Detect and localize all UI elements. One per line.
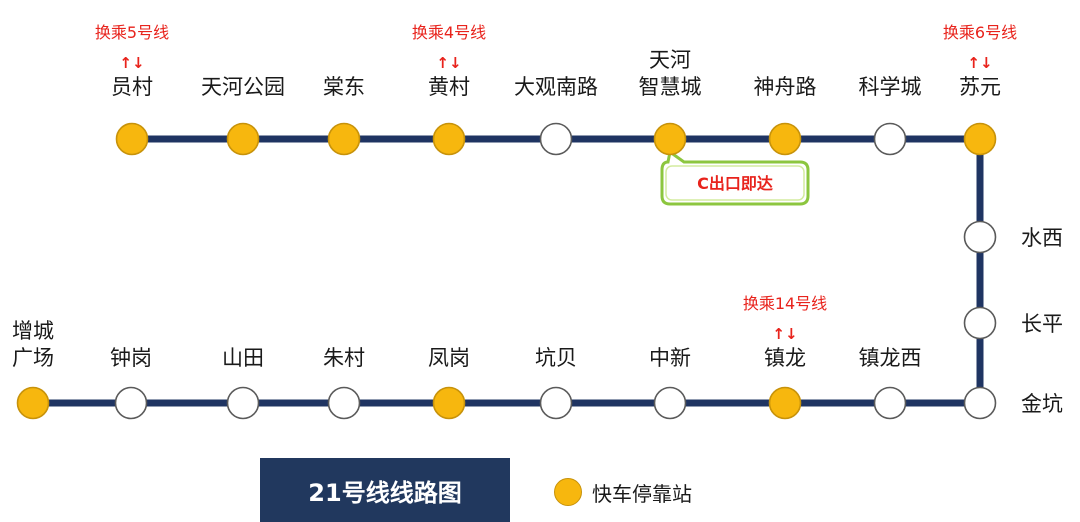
station-label-bot-0-1: 增城 <box>12 319 54 343</box>
station-right-2[interactable] <box>963 386 997 420</box>
transfer-arrow-icon: ↑↓ <box>772 325 797 343</box>
station-bot-8[interactable] <box>873 386 907 420</box>
station-label-bot-5: 坑贝 <box>535 346 577 370</box>
transfer-arrow-icon: ↑↓ <box>967 54 992 72</box>
legend-label: 快车停靠站 <box>592 481 692 506</box>
exit-badge <box>660 149 810 206</box>
station-bot-4[interactable] <box>432 386 466 420</box>
station-top-7[interactable] <box>873 122 907 156</box>
station-top-0[interactable] <box>115 122 149 156</box>
station-label-bot-3: 朱村 <box>323 346 365 370</box>
station-label-bot-0-2: 广场 <box>12 346 54 370</box>
transfer-label-top-0: 换乘5号线 <box>95 23 169 42</box>
station-top-5[interactable] <box>653 122 687 156</box>
station-label-bot-2: 山田 <box>222 346 264 370</box>
transfer-label-top-8: 换乘6号线 <box>943 23 1017 42</box>
exit-badge-inner <box>665 165 805 201</box>
station-label-bot-4: 凤岗 <box>428 346 470 370</box>
station-bot-7[interactable] <box>768 386 802 420</box>
station-label-top-4: 大观南路 <box>514 75 598 99</box>
station-label-bot-1: 钟岗 <box>110 346 152 370</box>
station-top-1[interactable] <box>226 122 260 156</box>
station-label-bot-8: 镇龙西 <box>859 346 922 370</box>
station-label-top-5-1: 天河 <box>649 48 691 72</box>
station-bot-1[interactable] <box>114 386 148 420</box>
station-bot-3[interactable] <box>327 386 361 420</box>
stations-group <box>16 122 997 420</box>
station-label-right-2: 金坑 <box>1021 392 1063 416</box>
station-bot-6[interactable] <box>653 386 687 420</box>
transfer-label-bot-7: 换乘14号线 <box>743 294 827 313</box>
station-label-bot-6: 中新 <box>649 346 691 370</box>
express-stop-legend-icon <box>554 478 582 506</box>
station-label-top-0: 员村 <box>111 75 153 99</box>
station-label-top-7: 科学城 <box>859 75 922 99</box>
station-right-0[interactable] <box>963 220 997 254</box>
station-label-right-1: 长平 <box>1021 312 1063 336</box>
transfer-arrow-icon: ↑↓ <box>119 54 144 72</box>
station-label-top-5-2: 智慧城 <box>639 75 702 99</box>
map-title: 21号线线路图 <box>260 458 510 522</box>
station-top-4[interactable] <box>539 122 573 156</box>
transfer-arrow-icon: ↑↓ <box>436 54 461 72</box>
station-top-3[interactable] <box>432 122 466 156</box>
transfer-label-top-3: 换乘4号线 <box>412 23 486 42</box>
station-label-top-2: 棠东 <box>323 75 365 99</box>
exit-badge-group: C出口即达 <box>660 149 810 206</box>
station-bot-5[interactable] <box>539 386 573 420</box>
station-right-1[interactable] <box>963 306 997 340</box>
station-top-6[interactable] <box>768 122 802 156</box>
station-top-8[interactable] <box>963 122 997 156</box>
station-bot-0[interactable] <box>16 386 50 420</box>
station-label-top-1: 天河公园 <box>201 75 285 99</box>
route-line <box>33 135 984 407</box>
station-label-right-0: 水西 <box>1021 226 1063 250</box>
exit-badge-text: C出口即达 <box>697 174 773 193</box>
legend: 快车停靠站 <box>554 476 692 508</box>
station-label-top-3: 黄村 <box>428 75 470 99</box>
station-label-bot-7: 镇龙 <box>764 346 806 370</box>
station-label-top-6: 神舟路 <box>754 75 817 99</box>
station-bot-2[interactable] <box>226 386 260 420</box>
station-label-top-8: 苏元 <box>959 75 1001 99</box>
station-top-2[interactable] <box>327 122 361 156</box>
route-path <box>33 135 984 407</box>
